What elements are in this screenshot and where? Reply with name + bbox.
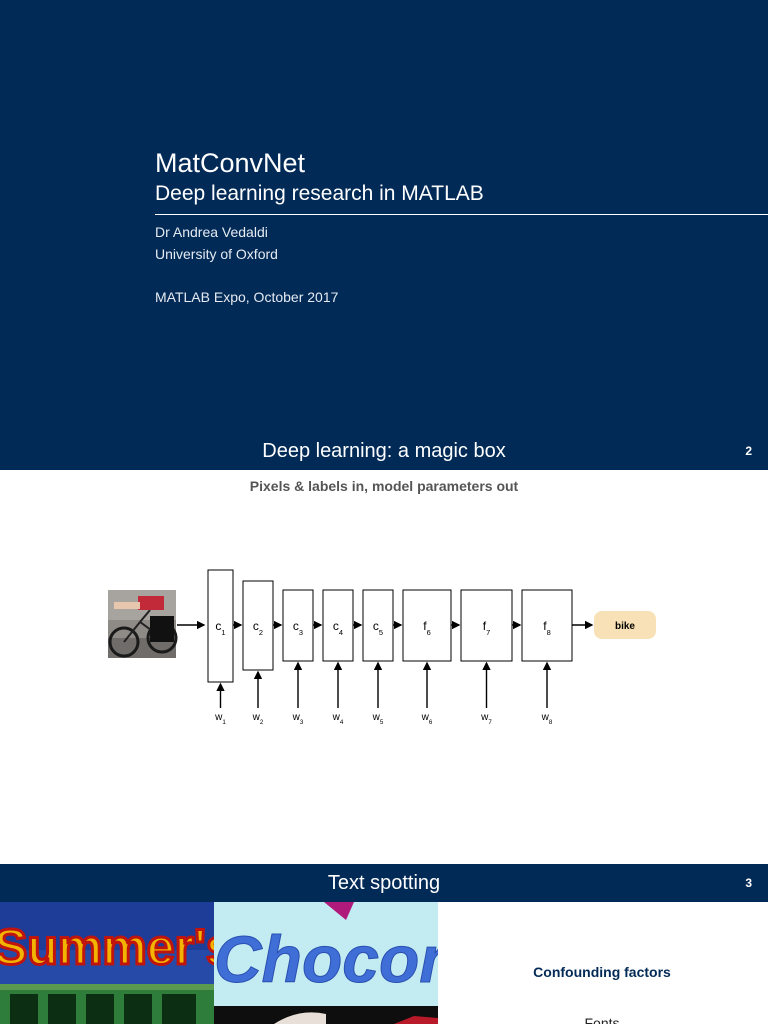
layer-block-8 [521,589,573,662]
slide-2-page-number: 2 [745,444,752,458]
presentation-title: MatConvNet [155,148,306,178]
layer-block-3 [282,589,314,662]
sign-photo-summers: Summer's [0,902,214,984]
sign-photo-chocome: Chocome [214,902,438,1006]
sign-photo-green [0,984,214,1024]
layer-block-6 [402,589,452,662]
slide-2-subtitle: Pixels & labels in, model parameters out [249,478,519,494]
slide-2-title: Deep learning: a magic box [262,440,506,462]
sign-text-summers: Summer's [0,919,214,975]
layer-block-2 [242,580,274,671]
slide-3-title: Text spotting [327,872,441,894]
layer-block-5 [362,589,394,662]
weight-label-2: w2 [252,712,264,726]
layer-label-4: c4 [333,619,343,637]
layer-blocks: c1 c2 c3 c4 c5 f6 f7 f8 [207,569,594,683]
sign-text-chocome: Chocome [214,922,438,996]
input-bike-image [108,590,178,658]
network-diagram: c1 c2 c3 c4 c5 f6 f7 f8 w1 w2 w3 w4 w5 w6 w7 w8 bike [108,569,656,726]
title-slide [0,0,768,436]
weight-label-6: w6 [421,712,433,726]
layer-label-5: c5 [373,619,383,637]
confounding-factors-title: Confounding factors [533,964,671,980]
weight-label-3: w3 [292,712,304,726]
slide-2-header [0,436,768,470]
layer-label-3: c3 [293,619,303,637]
presentation-subtitle: Deep learning research in MATLAB [155,182,484,205]
weight-label-7: w7 [480,712,492,726]
weight-label-1: w1 [214,712,226,726]
weight-label-8: w8 [541,712,553,726]
weight-label-4: w4 [332,712,344,726]
author-affiliation: University of Oxford [155,246,278,262]
weight-label-5: w5 [372,712,384,726]
slide-3-page-number: 3 [745,876,752,890]
layer-label-8: f8 [543,619,550,637]
author-name: Dr Andrea Vedaldi [155,224,268,240]
layer-block-1 [207,569,234,683]
layer-label-6: f6 [423,619,430,637]
output-badge [594,611,656,639]
confounding-factor-fonts: Fonts [584,1015,620,1024]
event-name: MATLAB Expo, October 2017 [155,289,339,305]
sign-photo-dark [214,1006,438,1024]
layer-block-4 [322,589,354,662]
layer-label-1: c1 [215,619,225,637]
layer-block-7 [460,589,513,662]
output-label: bike [615,621,635,632]
layer-label-7: f7 [483,619,490,637]
weight-inputs: w1 w2 w3 w4 w5 w6 w7 w8 [214,661,553,726]
slide-3-header [0,864,768,902]
layer-label-2: c2 [253,619,263,637]
title-divider [155,214,768,215]
